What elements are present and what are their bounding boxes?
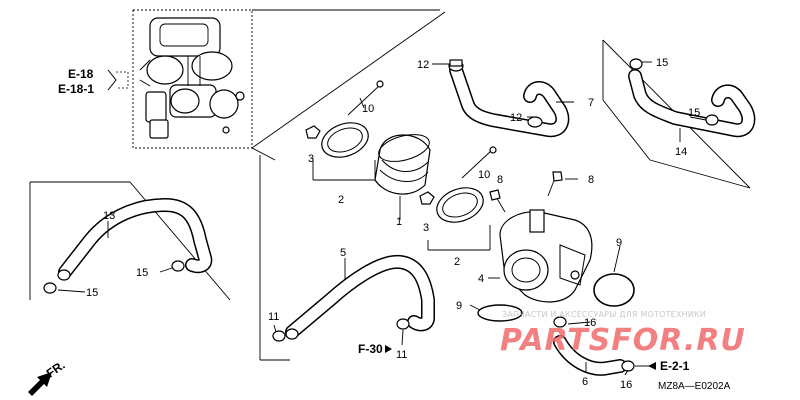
- callout-leaders: [57, 61, 707, 376]
- ref-e21-label: E-2-1: [660, 359, 690, 373]
- front-arrow: FR.: [28, 358, 68, 396]
- callout-15-bottom: 15: [86, 287, 98, 299]
- callout-16-upper: 16: [584, 317, 596, 329]
- callout-6: 6: [582, 376, 588, 388]
- watermark-caption: ЗАПЧАСТИ И АКСЕССУАРЫ ДЛЯ МОТОТЕХНИКИ: [502, 310, 706, 319]
- callout-8-left: 8: [497, 174, 503, 186]
- reference-e18: E-18 E-18-1: [58, 67, 129, 96]
- ref-f30-label: F-30: [358, 342, 383, 356]
- hose-13: [43, 198, 213, 294]
- hose-6: [553, 316, 635, 376]
- hose-7: [448, 59, 570, 138]
- callout-9-lower: 9: [456, 300, 462, 312]
- carburetor-group: [132, 9, 253, 149]
- callout-15-left: 15: [136, 267, 148, 279]
- callout-11-right: 11: [396, 349, 407, 361]
- callout-1: 1: [396, 216, 402, 228]
- arrow-right-icon: [385, 345, 392, 353]
- callout-10-left: 10: [362, 103, 374, 115]
- watermark: ЗАПЧАСТИ И АКСЕССУАРЫ ДЛЯ МОТОТЕХНИКИ PA…: [500, 310, 746, 358]
- callout-8-right: 8: [588, 174, 594, 186]
- callout-13: 13: [103, 210, 115, 222]
- callout-12-mid: 12: [510, 112, 522, 124]
- manifold-4: [477, 171, 635, 322]
- callout-12-top: 12: [417, 59, 429, 71]
- callout-16-lower: 16: [620, 379, 632, 391]
- callout-2-left: 2: [338, 194, 344, 206]
- diagram-code: MZ8A—E0202A: [658, 381, 731, 392]
- callout-9-right: 9: [616, 237, 622, 249]
- callout-10-right: 10: [478, 169, 490, 181]
- callout-15-top: 15: [656, 57, 668, 69]
- ref-e18-label: E-18: [68, 67, 94, 81]
- ref-e181-label: E-18-1: [58, 82, 94, 96]
- callout-3-left: 3: [308, 153, 314, 165]
- arrow-left-icon: [648, 362, 656, 370]
- callout-4: 4: [478, 273, 484, 285]
- hose-5: [272, 254, 435, 342]
- front-arrow-icon: [28, 372, 52, 396]
- callout-3-right: 3: [423, 222, 429, 234]
- callout-2-right: 2: [454, 256, 460, 268]
- callout-numbers: 1 2 2 3 3 4 5 6 7 8 8 9 9 10 10 11 11 12…: [86, 57, 700, 391]
- callout-11-left: 11: [268, 311, 279, 323]
- hose-14: [628, 58, 756, 138]
- callout-15-mid: 15: [688, 107, 700, 119]
- reference-labels: F-30 E-2-1: [358, 342, 690, 373]
- callout-5: 5: [340, 247, 346, 259]
- watermark-logo: PARTSFOR.RU: [500, 323, 746, 358]
- intake-boot: [305, 80, 497, 223]
- leader-frames: [29, 9, 751, 361]
- callout-7: 7: [588, 97, 594, 109]
- callout-14: 14: [675, 146, 687, 158]
